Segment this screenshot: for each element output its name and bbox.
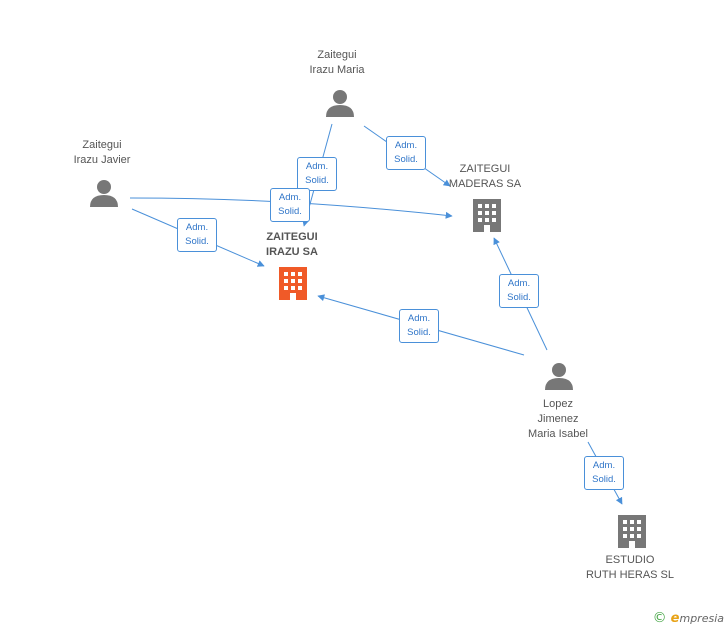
label-line: Lopez bbox=[543, 398, 573, 410]
node-label-estudio[interactable]: ESTUDIO RUTH HERAS SL bbox=[586, 553, 674, 583]
copyright-icon: © bbox=[652, 610, 667, 626]
label-line: Jimenez bbox=[537, 413, 579, 425]
node-label-javier[interactable]: Zaitegui Irazu Javier bbox=[74, 138, 131, 168]
role-line: Solid. bbox=[185, 236, 209, 247]
label-line: ZAITEGUI bbox=[459, 163, 511, 175]
label-line: Zaitegui bbox=[82, 139, 122, 151]
label-line: RUTH HERAS SL bbox=[585, 569, 675, 581]
role-line: Solid. bbox=[278, 206, 302, 217]
label-line: Maria Isabel bbox=[528, 428, 588, 440]
role-box-maria-irazu[interactable]: Adm. Solid. bbox=[297, 157, 337, 191]
role-line: Adm. bbox=[592, 460, 616, 471]
label-line: IRAZU SA bbox=[266, 246, 318, 258]
role-line: Adm. bbox=[507, 278, 531, 289]
role-box-lopez-maderas[interactable]: Adm. Solid. bbox=[499, 274, 539, 308]
role-line: Solid. bbox=[407, 327, 431, 338]
label-line: ZAITEGUI bbox=[266, 231, 318, 243]
building-icon-maderas bbox=[473, 199, 501, 232]
edges bbox=[129, 123, 623, 505]
label-line: MADERAS SA bbox=[448, 178, 522, 190]
node-label-maria[interactable]: Zaitegui Irazu Maria bbox=[309, 48, 364, 78]
person-icon-maria bbox=[326, 90, 354, 117]
label-line: Zaitegui bbox=[317, 49, 357, 61]
person-icon-javier bbox=[90, 180, 118, 207]
role-line: Adm. bbox=[407, 313, 431, 324]
role-line: Solid. bbox=[394, 154, 418, 165]
label-line: ESTUDIO bbox=[605, 554, 655, 566]
brand-logo-text: mpresia bbox=[679, 612, 724, 625]
role-box-lopez-estudio[interactable]: Adm. Solid. bbox=[584, 456, 624, 490]
role-box-lopez-irazu[interactable]: Adm. Solid. bbox=[399, 309, 439, 343]
role-line: Adm. bbox=[305, 161, 329, 172]
role-line: Solid. bbox=[507, 292, 531, 303]
building-icon-estudio bbox=[618, 515, 646, 548]
role-box-javier-irazu[interactable]: Adm. Solid. bbox=[177, 218, 217, 252]
copyright-footer: ©empresia bbox=[653, 610, 724, 626]
node-label-lopez[interactable]: Lopez Jimenez Maria Isabel bbox=[528, 397, 588, 442]
node-label-maderas-sa[interactable]: ZAITEGUI MADERAS SA bbox=[449, 162, 521, 192]
label-line: Irazu Javier bbox=[73, 154, 131, 166]
role-line: Solid. bbox=[592, 474, 616, 485]
role-box-javier-maderas[interactable]: Adm. Solid. bbox=[270, 188, 310, 222]
building-icon-irazu bbox=[279, 267, 307, 300]
role-box-maria-maderas[interactable]: Adm. Solid. bbox=[386, 136, 426, 170]
role-line: Adm. bbox=[185, 222, 209, 233]
node-label-irazu-sa[interactable]: ZAITEGUI IRAZU SA bbox=[266, 230, 318, 260]
role-line: Adm. bbox=[394, 140, 418, 151]
brand-logo-e: e bbox=[670, 611, 680, 626]
person-icon-lopez bbox=[545, 363, 573, 390]
role-line: Solid. bbox=[305, 175, 329, 186]
label-line: Irazu Maria bbox=[309, 64, 365, 76]
role-line: Adm. bbox=[278, 192, 302, 203]
